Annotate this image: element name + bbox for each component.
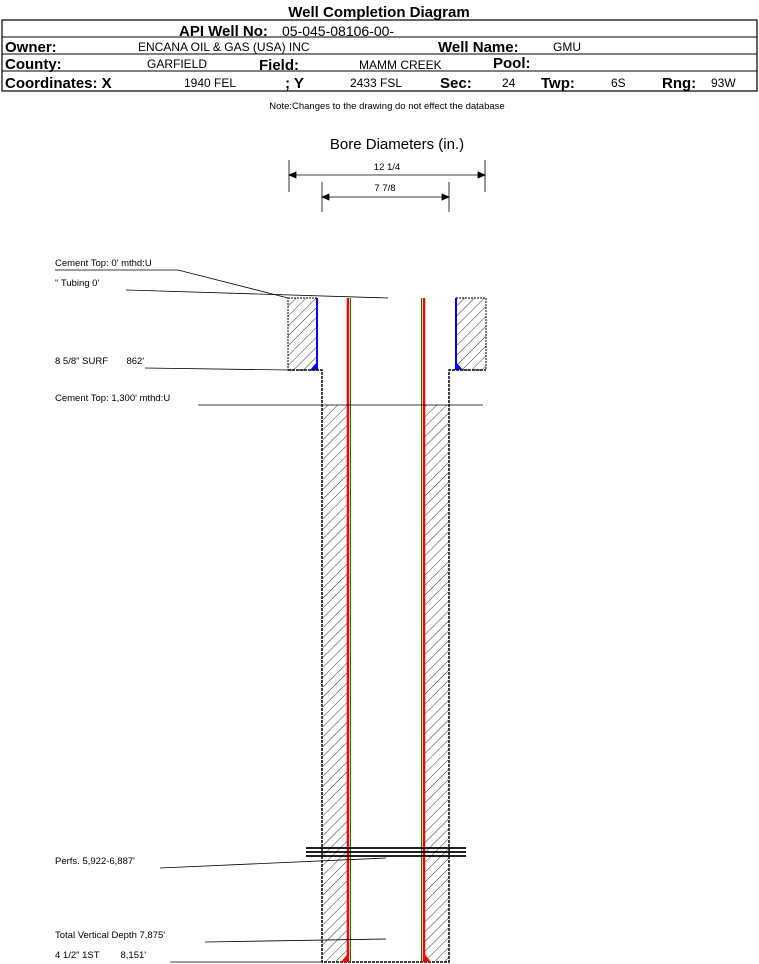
leader-lines [55,269,483,963]
api-value: 05-045-08106-00- [282,23,394,39]
coord-x-label: Coordinates: X [5,75,112,92]
tvd-label: Total Vertical Depth 7,875' [55,930,165,941]
diagram-title: Well Completion Diagram [288,4,469,21]
twp-value: 6S [611,76,626,90]
well-name-label: Well Name: [438,39,519,56]
owner-label: Owner: [5,39,57,56]
production-cement [323,405,448,961]
field-value: MAMM CREEK [359,58,442,72]
county-label: County: [5,56,62,73]
rng-label: Rng: [662,75,696,92]
twp-label: Twp: [541,75,575,92]
sec-label: Sec: [440,75,472,92]
dimension-lines [287,160,487,212]
field-label: Field: [259,57,299,74]
cement-top-production-label: Cement Top: 1,300' mthd:U [55,393,170,404]
note: Note:Changes to the drawing do not effec… [269,101,504,112]
surface-cement [287,297,487,371]
api-label: API Well No: [179,23,268,40]
sec-value: 24 [502,76,516,90]
rng-value: 93W [711,76,736,90]
tubing-label: " Tubing 0' [55,278,99,289]
production-casing-label: 4 1/2" 1ST 8,151' [55,950,146,961]
coord-y-value: 2433 FSL [350,76,402,90]
coord-x-value: 1940 FEL [184,76,236,90]
perfs-label: Perfs. 5,922-6,887' [55,856,135,867]
wellbore-outline [288,369,486,963]
coord-y-label: ; Y [285,75,304,92]
well-name-value: GMU [553,40,581,54]
pool-label: Pool: [493,55,531,72]
production-casing [341,298,431,962]
surface-casing-label: 8 5/8" SURF 862' [55,356,144,367]
owner-value: ENCANA OIL & GAS (USA) INC [138,40,310,54]
bore-inner-diameter: 7 7/8 [374,183,395,194]
cement-top-surface-label: Cement Top: 0' mthd:U [55,258,152,269]
header-table: API Well No: 05-045-08106-00- Owner: ENC… [1,19,758,92]
bore-outer-diameter: 12 1/4 [374,162,400,173]
bore-diameters-title: Bore Diameters (in.) [330,136,464,153]
perforations [306,847,466,857]
county-value: GARFIELD [147,57,207,71]
